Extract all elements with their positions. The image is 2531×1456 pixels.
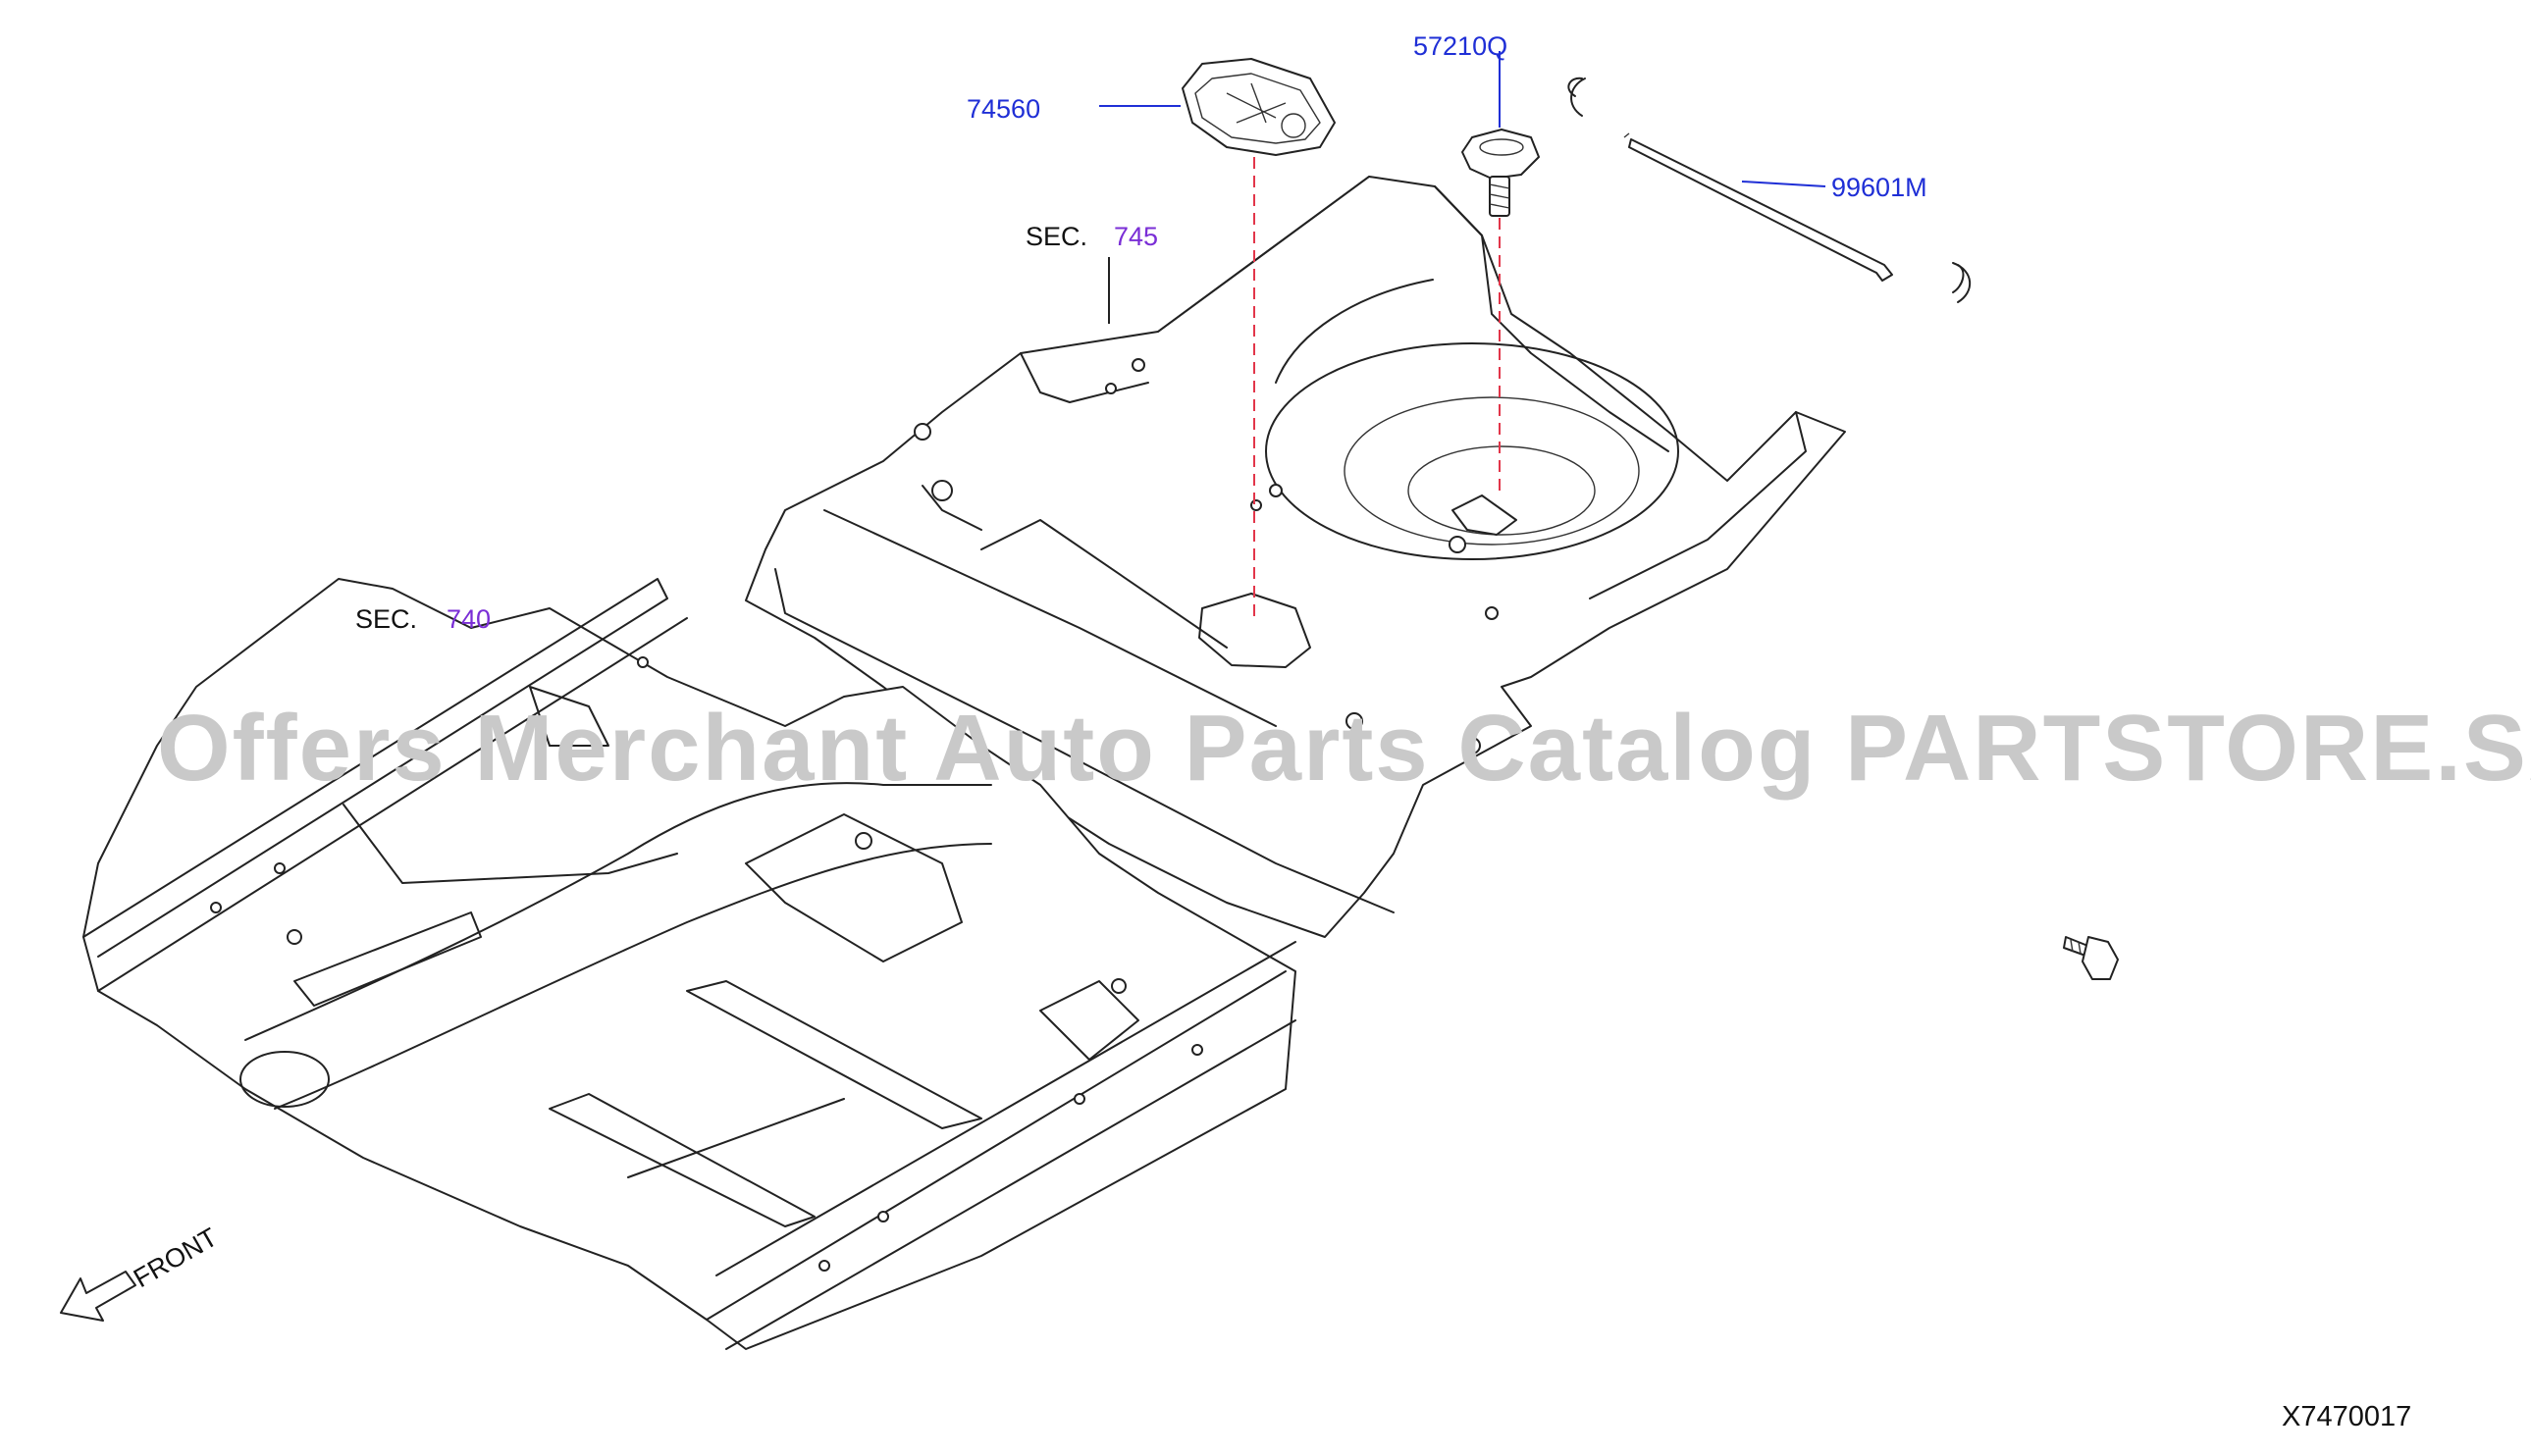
strap-99601M	[1567, 77, 1972, 303]
section-ref-745-label: SEC.	[1026, 222, 1087, 251]
watermark-text: Offers Merchant Auto Parts Catalog PARTS…	[157, 696, 2531, 801]
rear-floor-panel	[745, 176, 1846, 938]
spare-tire-clamp-57210Q	[1461, 129, 1540, 217]
section-ref-745-number[interactable]: 745	[1114, 222, 1158, 251]
front-floor-panel	[82, 578, 1296, 1350]
drawing-code: X7470017	[2282, 1401, 2411, 1432]
callout-57210Q: 57210Q	[1413, 31, 1507, 61]
front-arrow-icon	[60, 1271, 136, 1322]
callout-99601M: 99601M	[1831, 173, 1927, 202]
section-ref-740-number[interactable]: 740	[447, 604, 491, 634]
leader-99601M	[1741, 181, 1826, 187]
plug-cover-74560	[1182, 58, 1336, 156]
bolt-fastener	[2063, 936, 2119, 980]
section-ref-740-label: SEC.	[355, 604, 417, 634]
front-label: FRONT	[129, 1222, 223, 1293]
callout-74560: 74560	[967, 94, 1040, 124]
